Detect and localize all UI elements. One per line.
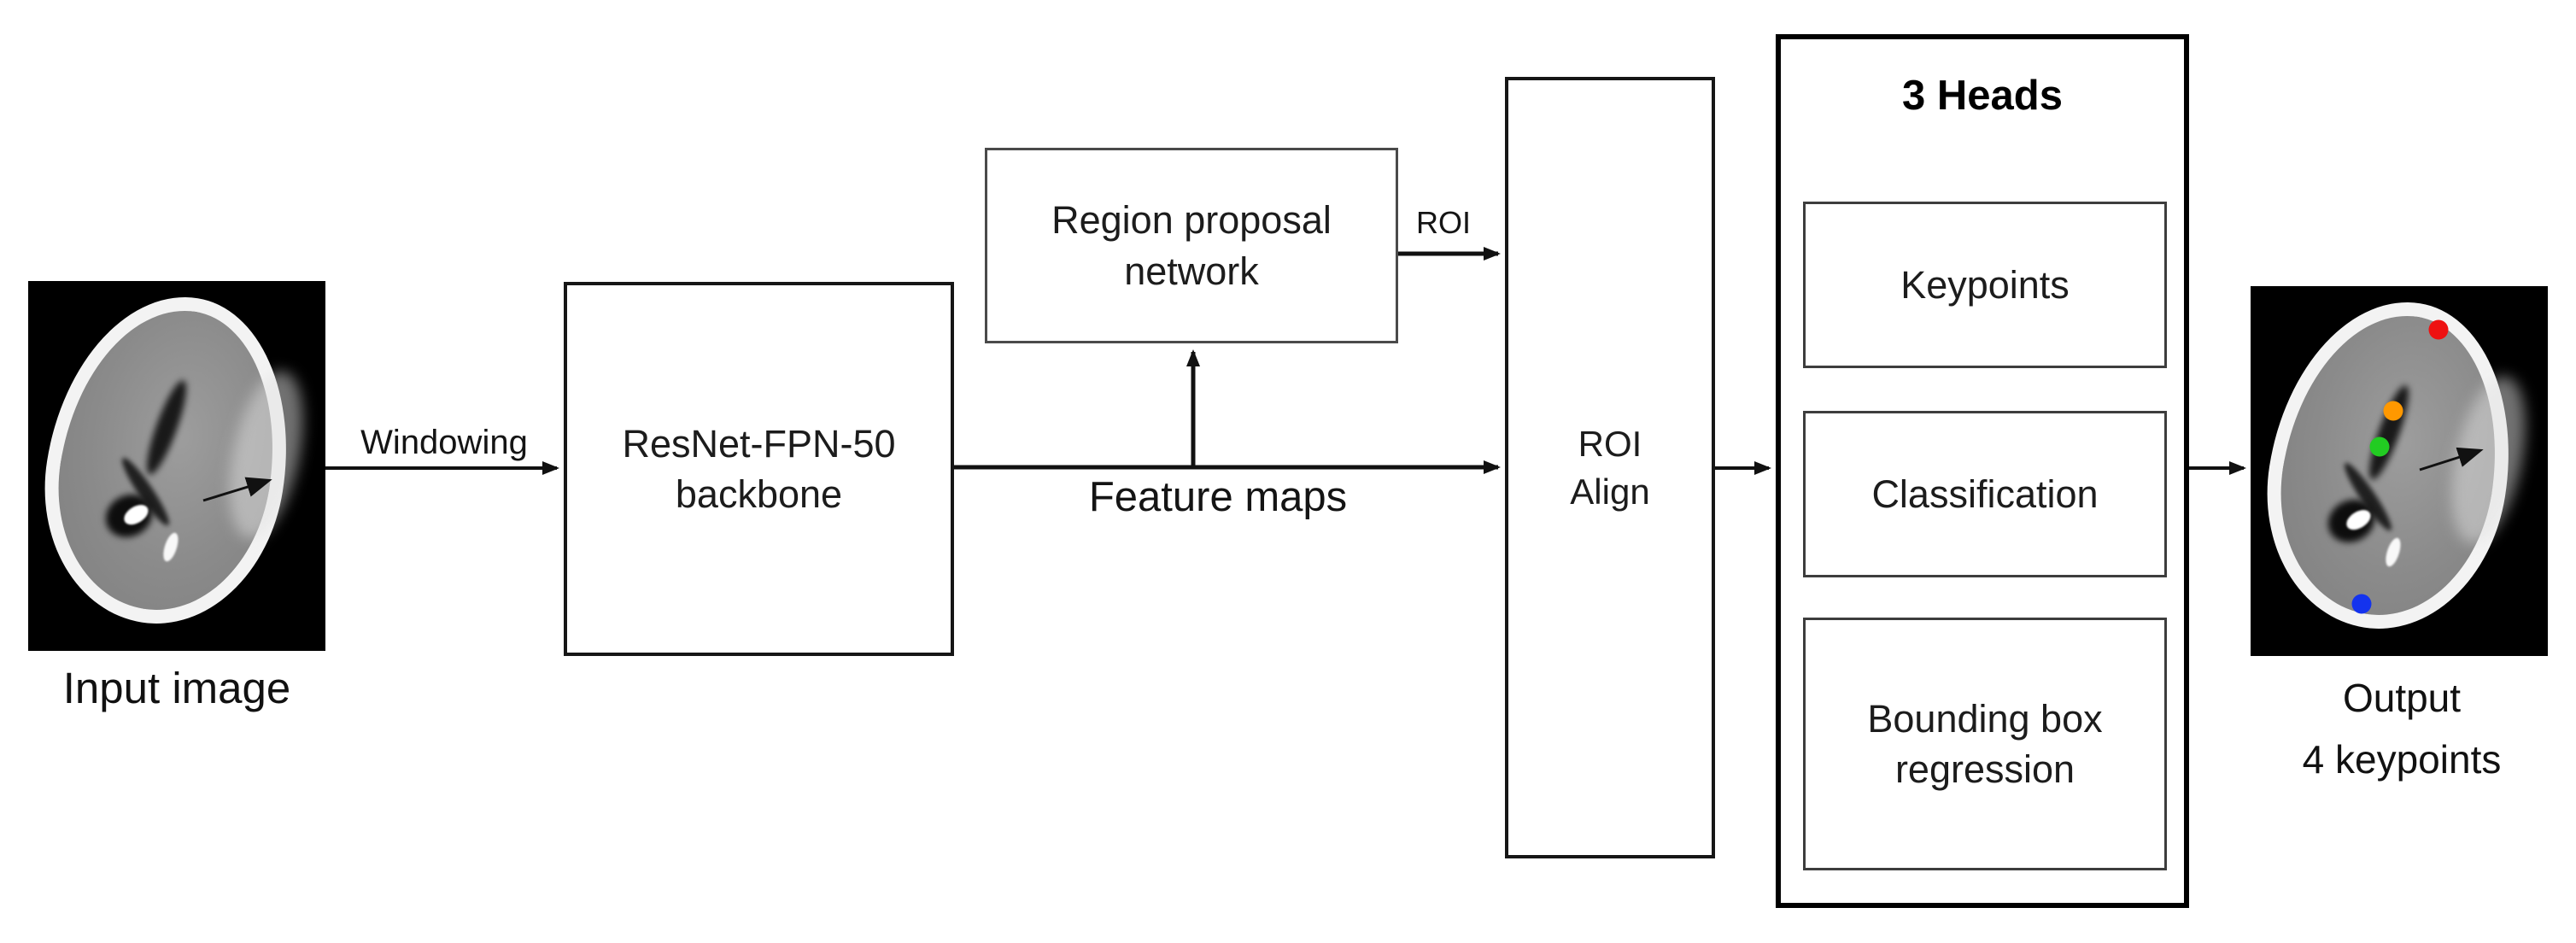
region-proposal-network-box: Region proposal network <box>985 148 1398 343</box>
output-caption-line2: 4 keypoints <box>2302 737 2502 782</box>
keypoint-green <box>2369 436 2390 457</box>
bbox-regression-head-box: Bounding box regression <box>1803 618 2167 870</box>
bbox-head-label-line1: Bounding box <box>1867 696 2103 741</box>
roi-align-label-line1: ROI <box>1578 424 1642 465</box>
keypoint-red <box>2428 319 2449 340</box>
classification-head-label: Classification <box>1871 472 2099 516</box>
bbox-head-label-line2: regression <box>1894 747 2075 791</box>
output-caption-line1: Output <box>2342 676 2462 720</box>
keypoints-head-box: Keypoints <box>1803 202 2167 368</box>
keypoint-orange <box>2383 401 2403 421</box>
backbone-label-line2: backbone <box>675 472 843 516</box>
windowing-arrow-label: Windowing <box>360 424 528 461</box>
three-heads-box: 3 Heads Keypoints Classification Boundin… <box>1776 34 2189 908</box>
output-keypoints-layer <box>2251 286 2548 656</box>
output-ct-image <box>2251 286 2548 656</box>
keypoint-blue <box>2351 594 2372 614</box>
backbone-label-line1: ResNet-FPN-50 <box>622 421 896 466</box>
keypoints-head-label: Keypoints <box>1900 262 2070 307</box>
input-ct-image <box>28 281 325 651</box>
rpn-label-line2: network <box>1124 249 1259 293</box>
three-heads-title: 3 Heads <box>1902 73 2063 119</box>
feature-maps-arrow-label: Feature maps <box>1088 474 1348 520</box>
roi-align-label-line2: Align <box>1570 471 1650 512</box>
roi-arrow-label: ROI <box>1415 205 1472 240</box>
annotation-arrow <box>2419 447 2484 472</box>
roi-align-box: ROI Align <box>1505 77 1715 858</box>
annotation-arrow <box>202 477 272 502</box>
rpn-label-line1: Region proposal <box>1051 198 1332 243</box>
classification-head-box: Classification <box>1803 411 2167 577</box>
input-image-caption: Input image <box>62 664 291 712</box>
backbone-box: ResNet-FPN-50 backbone <box>564 282 954 656</box>
